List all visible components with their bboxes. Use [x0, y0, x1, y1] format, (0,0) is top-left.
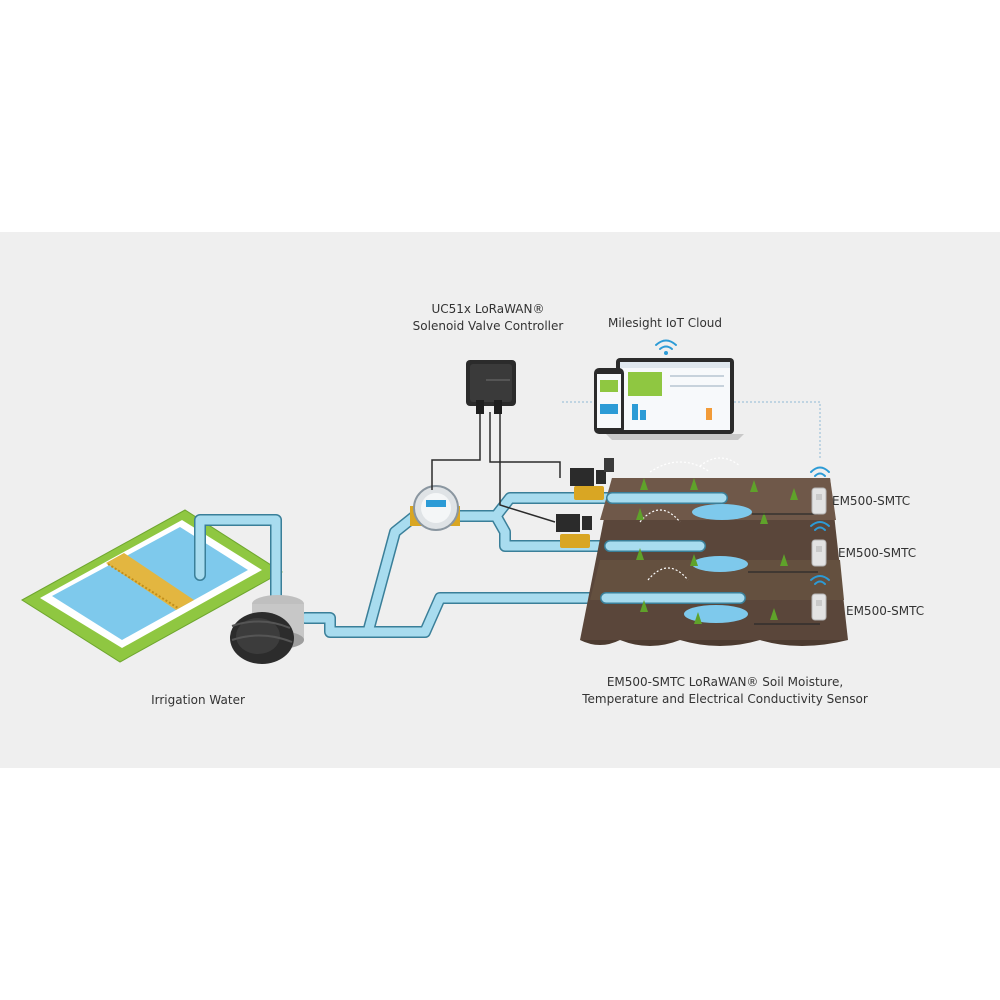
- solenoid-valve-icon: [556, 514, 592, 548]
- plants: [636, 478, 798, 624]
- sensor-probes: [748, 513, 820, 625]
- field-pipes: [600, 492, 746, 604]
- valve-controller-label-line1: UC51x LoRaWAN®: [431, 302, 545, 316]
- water-source-label: Irrigation Water: [151, 693, 245, 707]
- laptop-dashboard: [606, 358, 744, 440]
- sensor-label-2: EM500-SMTC: [838, 546, 917, 560]
- valve-controller-label-line2: Solenoid Valve Controller: [412, 319, 564, 333]
- sensor-description-line1: EM500-SMTC LoRaWAN® Soil Moisture,: [606, 675, 844, 689]
- wifi-icon: [810, 521, 830, 531]
- water-meter-icon: [410, 485, 460, 531]
- phone-dashboard: [594, 368, 624, 434]
- wifi-icon: [655, 339, 677, 350]
- controller-wires: [431, 412, 561, 523]
- soil-sensor-icon: [811, 593, 827, 621]
- sensor-description-line2: Temperature and Electrical Conductivity …: [582, 692, 868, 706]
- solenoid-valve-controller: [466, 360, 516, 414]
- sensor-label-1: EM500-SMTC: [832, 494, 911, 508]
- wifi-icon: [810, 575, 830, 585]
- sensor-label-3: EM500-SMTC: [846, 604, 925, 618]
- solenoid-valve-icon: [570, 458, 614, 500]
- water-pump-icon: [230, 595, 304, 664]
- wifi-icon-dot: [664, 351, 668, 355]
- soil-sensor-icon: [811, 487, 827, 515]
- soil-sensor-icon: [811, 539, 827, 567]
- cloud-label: Milesight IoT Cloud: [607, 316, 723, 330]
- wifi-icon: [810, 466, 830, 477]
